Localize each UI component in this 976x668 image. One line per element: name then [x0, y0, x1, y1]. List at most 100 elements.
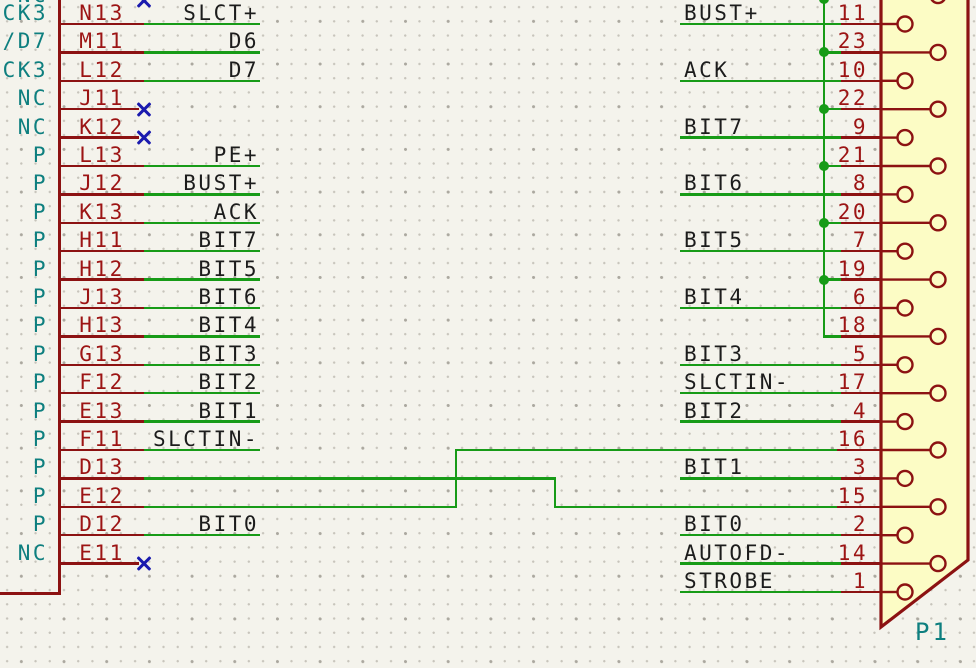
connector-pin-line[interactable] — [837, 590, 883, 594]
connector-pin-line[interactable] — [837, 278, 883, 281]
net-wire[interactable] — [143, 533, 261, 537]
pad-circle[interactable] — [896, 242, 914, 260]
pin-line[interactable] — [58, 51, 147, 54]
connector-pin-number[interactable]: 14 — [837, 540, 868, 565]
pin-number[interactable]: D12 — [79, 512, 125, 537]
pin-name[interactable]: P — [32, 483, 48, 508]
pin-number[interactable]: L12 — [79, 57, 125, 82]
wire-junction-dot[interactable] — [819, 217, 829, 228]
net-wire[interactable] — [143, 164, 261, 168]
ground-bus-link[interactable] — [822, 335, 841, 338]
connector-pin-line[interactable] — [837, 79, 883, 83]
connector-pin-line[interactable] — [837, 193, 883, 196]
pin-name[interactable]: P — [32, 143, 48, 167]
ic-body-bottom-edge[interactable] — [0, 591, 62, 595]
wire-d13-to-pin15[interactable] — [553, 505, 841, 509]
connector-pin-number[interactable]: 9 — [852, 114, 868, 139]
net-label[interactable]: D7 — [228, 57, 259, 82]
pin-number[interactable]: G13 — [79, 341, 125, 366]
net-label[interactable]: BUST+ — [684, 1, 760, 25]
connector-pin-line[interactable] — [837, 22, 883, 26]
pin-name[interactable]: P — [32, 427, 48, 451]
pin-number[interactable]: F11 — [79, 427, 125, 451]
pin-number[interactable]: H13 — [79, 313, 125, 338]
connector-pin-line[interactable] — [837, 249, 883, 253]
net-label[interactable]: BIT2 — [198, 370, 259, 395]
pin-number[interactable]: J13 — [79, 285, 125, 309]
pin-line[interactable] — [58, 363, 147, 367]
pin-line[interactable] — [58, 533, 147, 537]
pin-name[interactable]: P — [32, 341, 48, 366]
net-wire[interactable] — [143, 363, 261, 367]
connector-pin-number[interactable]: 2 — [852, 512, 868, 537]
connector-pin-line[interactable] — [837, 363, 883, 367]
pad-circle[interactable] — [930, 0, 946, 5]
pin-number[interactable]: J11 — [79, 86, 125, 111]
pin-line[interactable] — [58, 278, 147, 281]
pin-line[interactable] — [58, 221, 147, 225]
pad-circle[interactable] — [929, 100, 947, 118]
pad-circle[interactable] — [929, 554, 947, 573]
net-label[interactable]: SLCTIN- — [152, 427, 259, 451]
net-label[interactable]: BIT4 — [684, 285, 745, 309]
pin-name[interactable]: CK3 — [2, 1, 48, 25]
pin-line[interactable] — [58, 391, 147, 395]
connector-pin-line[interactable] — [837, 562, 883, 565]
connector-pin-number[interactable]: 22 — [837, 86, 868, 111]
connector-pin-number[interactable]: 6 — [852, 285, 868, 309]
net-label[interactable]: BIT5 — [198, 256, 259, 281]
pin-line[interactable] — [58, 335, 147, 338]
pin-name[interactable]: P — [32, 228, 48, 253]
pin-number[interactable]: M11 — [79, 29, 125, 54]
net-label[interactable]: STROBE — [684, 569, 775, 593]
pin-name[interactable]: P — [32, 512, 48, 537]
net-wire[interactable] — [680, 477, 841, 480]
pin-line[interactable] — [58, 22, 147, 26]
connector-pin-line[interactable] — [837, 306, 883, 310]
pin-name[interactable]: /D7 — [2, 29, 48, 54]
net-label[interactable]: AUTOFD- — [684, 540, 791, 565]
pin-line[interactable] — [58, 306, 147, 310]
pin-name[interactable]: CK3 — [2, 57, 48, 82]
pin-line[interactable] — [58, 505, 147, 509]
wire-junction-dot[interactable] — [819, 274, 829, 285]
net-wire[interactable] — [680, 249, 841, 253]
connector-pin-line[interactable] — [837, 391, 883, 395]
connector-pin-number[interactable]: 4 — [852, 398, 868, 423]
ground-bus-link[interactable] — [822, 221, 841, 225]
connector-pin-line[interactable] — [837, 420, 883, 423]
connector-pin-number[interactable]: 18 — [837, 313, 868, 338]
pad-circle[interactable] — [896, 128, 914, 147]
net-label[interactable]: BIT5 — [684, 228, 745, 253]
pin-line[interactable] — [58, 193, 147, 196]
connector-pin-number[interactable]: 20 — [837, 199, 868, 224]
net-label[interactable]: BIT6 — [198, 285, 259, 309]
net-label[interactable]: BIT0 — [198, 512, 259, 537]
net-wire[interactable] — [143, 22, 261, 26]
pin-number[interactable]: E12 — [79, 483, 125, 508]
net-wire[interactable] — [143, 420, 261, 423]
pin-name[interactable]: P — [32, 370, 48, 395]
pad-circle[interactable] — [929, 441, 947, 459]
net-label[interactable]: BIT1 — [684, 455, 745, 480]
connector-pin-number[interactable]: 8 — [852, 171, 868, 196]
net-label[interactable]: BIT0 — [684, 512, 745, 537]
pad-circle[interactable] — [896, 583, 914, 601]
pin-name[interactable]: P — [32, 285, 48, 309]
pin-line[interactable] — [58, 562, 140, 565]
net-label[interactable]: BIT1 — [198, 398, 259, 423]
connector-body[interactable] — [870, 0, 976, 668]
wire-e12-to-pin16[interactable] — [454, 448, 841, 452]
net-wire[interactable] — [680, 391, 841, 395]
pin-line[interactable] — [58, 249, 147, 253]
connector-pin-line[interactable] — [837, 51, 883, 54]
connector-pin-line[interactable] — [837, 164, 883, 168]
pin-line[interactable] — [58, 79, 147, 83]
pin-line[interactable] — [58, 136, 140, 139]
wire-junction-dot[interactable] — [819, 0, 829, 4]
pin-number[interactable]: E13 — [79, 398, 125, 423]
pin-number[interactable]: F12 — [79, 370, 125, 395]
net-wire[interactable] — [143, 448, 261, 452]
connector-reference[interactable]: P1 — [915, 618, 950, 646]
pin-name[interactable]: P — [32, 199, 48, 224]
